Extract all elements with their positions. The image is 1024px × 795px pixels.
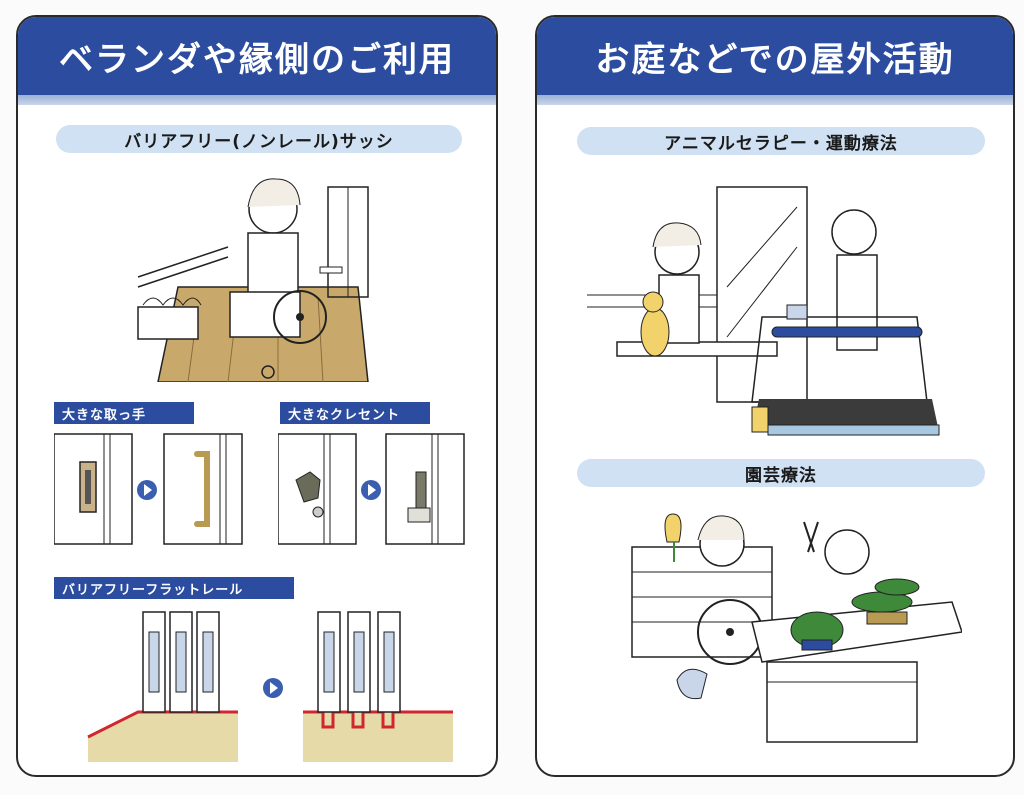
- horticultural-therapy-illustration: [622, 502, 962, 767]
- large-handle-comparison: [54, 432, 244, 547]
- panel-outdoor: お庭などでの屋外活動 アニマルセラピー・運動療法 園芸療法: [535, 15, 1015, 777]
- tag-large-crescent: 大きなクレセント: [280, 402, 430, 424]
- header-stripe: [18, 95, 496, 105]
- panel-title-outdoor: お庭などでの屋外活動: [537, 17, 1013, 95]
- section-title-animal-therapy: アニマルセラピー・運動療法: [577, 127, 985, 155]
- animal-therapy-illustration: [587, 167, 967, 447]
- section-title-barrier-free-sash: バリアフリー(ノンレール)サッシ: [56, 125, 462, 153]
- tag-flat-rail: バリアフリーフラットレール: [54, 577, 294, 599]
- panel-title-veranda: ベランダや縁側のご利用: [18, 17, 496, 95]
- large-crescent-comparison: [278, 432, 468, 547]
- panel-veranda: ベランダや縁側のご利用 バリアフリー(ノンレール)サッシ 大きな取っ手: [16, 15, 498, 777]
- section-title-horticultural-therapy: 園芸療法: [577, 459, 985, 487]
- header-stripe: [537, 95, 1013, 105]
- tag-large-handle: 大きな取っ手: [54, 402, 194, 424]
- veranda-wheelchair-illustration: [118, 167, 378, 382]
- flat-rail-comparison: [78, 602, 458, 762]
